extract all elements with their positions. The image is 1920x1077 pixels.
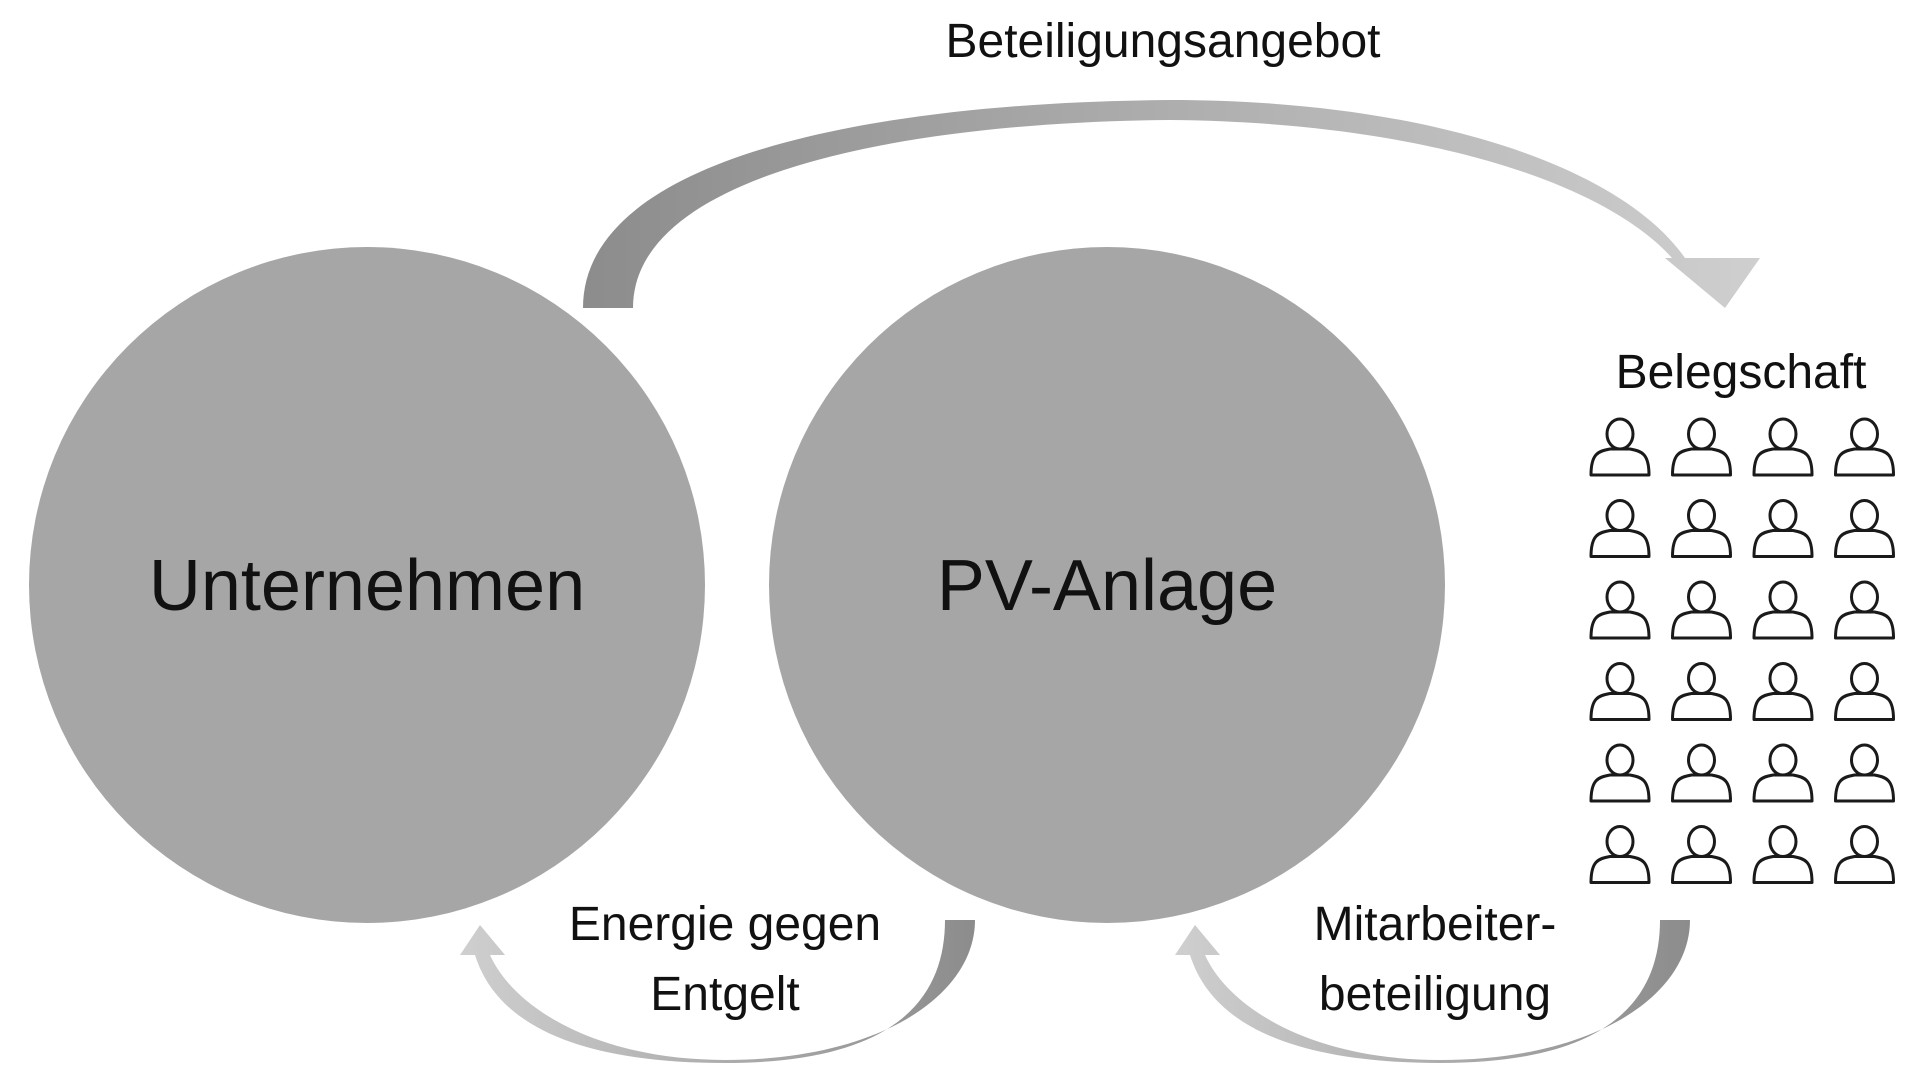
person-outline-icon bbox=[1834, 662, 1895, 721]
person-outline-icon bbox=[1752, 743, 1814, 803]
person-outline-icon bbox=[1589, 580, 1651, 640]
person-outline-icon bbox=[1671, 743, 1732, 803]
person-outline-icon bbox=[1752, 499, 1814, 558]
person-outline-icon bbox=[1834, 417, 1895, 477]
person-outline-icon bbox=[1671, 662, 1732, 721]
label-workforce: Belegschaft bbox=[1616, 346, 1867, 399]
person-outline-icon bbox=[1589, 825, 1651, 884]
person-outline-icon bbox=[1589, 417, 1651, 477]
person-outline-icon bbox=[1752, 825, 1814, 884]
label-energy-line2: Entgelt bbox=[650, 968, 799, 1021]
person-outline-icon bbox=[1671, 825, 1732, 884]
workforce-people-grid bbox=[1589, 417, 1895, 884]
person-outline-icon bbox=[1752, 417, 1814, 477]
label-company: Unternehmen bbox=[149, 546, 585, 626]
person-outline-icon bbox=[1589, 499, 1651, 558]
person-outline-icon bbox=[1752, 580, 1814, 640]
label-employee-line2: beteiligung bbox=[1319, 968, 1551, 1021]
arrow-participation-offer bbox=[583, 100, 1760, 308]
circle-company bbox=[29, 247, 705, 923]
circle-pv-plant bbox=[769, 247, 1445, 923]
label-pv-plant: PV-Anlage bbox=[937, 546, 1277, 626]
label-employee-line1: Mitarbeiter- bbox=[1314, 898, 1557, 951]
person-outline-icon bbox=[1671, 499, 1732, 558]
person-outline-icon bbox=[1671, 417, 1732, 477]
person-outline-icon bbox=[1834, 825, 1895, 884]
person-outline-icon bbox=[1834, 580, 1895, 640]
person-outline-icon bbox=[1589, 662, 1651, 721]
person-outline-icon bbox=[1834, 499, 1895, 558]
person-outline-icon bbox=[1589, 743, 1651, 803]
label-energy-line1: Energie gegen bbox=[569, 898, 881, 951]
label-participation-offer: Beteiligungsangebot bbox=[945, 15, 1380, 68]
person-outline-icon bbox=[1671, 580, 1732, 640]
person-outline-icon bbox=[1752, 662, 1814, 721]
person-outline-icon bbox=[1834, 743, 1895, 803]
